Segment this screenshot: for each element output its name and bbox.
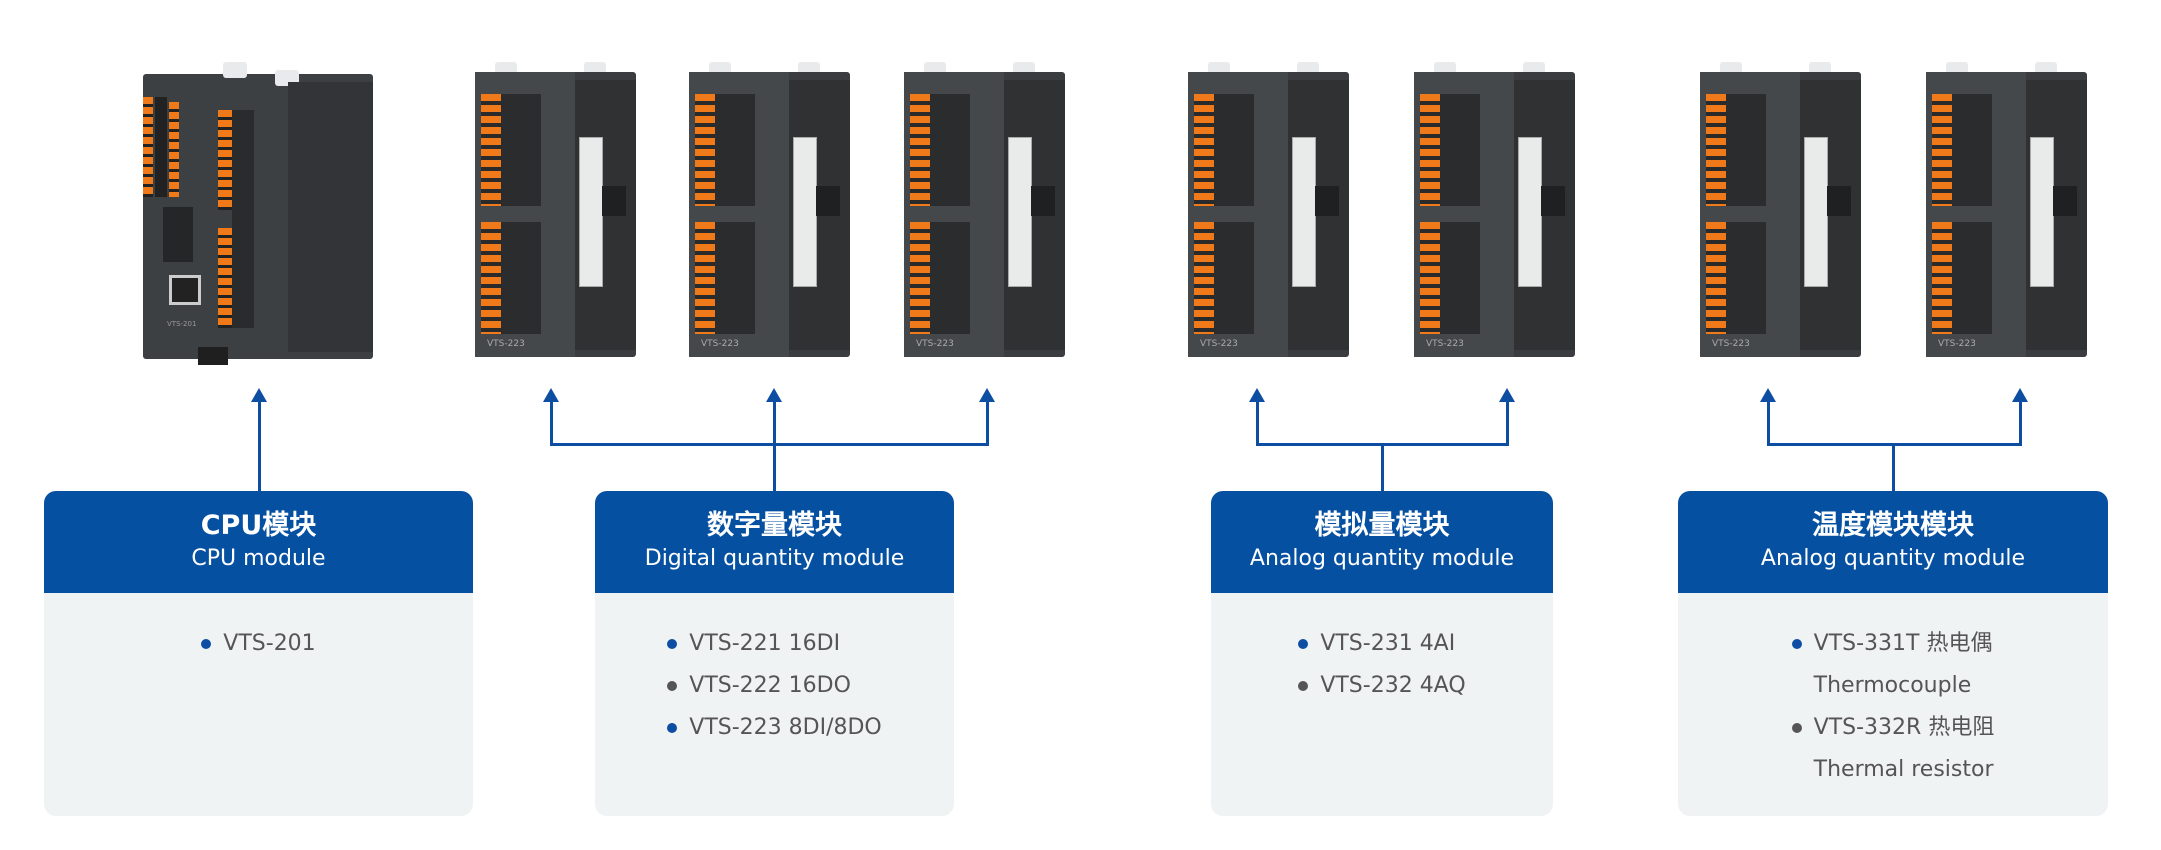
card-title: 模拟量模块 — [1314, 510, 1450, 541]
module-label-sticker — [1292, 137, 1316, 287]
io-module-image: VTS-223 — [1926, 62, 2087, 365]
module-label-sticker — [793, 137, 817, 287]
module-label-sticker — [1804, 137, 1828, 287]
module-model-label: VTS-223 — [1200, 339, 1238, 349]
model-name: VTS-332R 热电阻 — [1813, 715, 1995, 740]
cpu-module-image: VTS-201 — [143, 62, 373, 365]
model-name: VTS-201 — [223, 631, 316, 656]
card-title: CPU模块 — [200, 510, 317, 541]
list-item: VTS-232 4AQ — [1298, 665, 1466, 707]
ethernet-port-icon — [169, 275, 201, 305]
list-item: VTS-332R 热电阻 Thermal resistor — [1791, 707, 1995, 791]
list-item: VTS-201 — [201, 623, 316, 665]
card-header: 温度模块模块 Analog quantity module — [1678, 491, 2108, 593]
arrow-up-icon — [1760, 388, 1776, 402]
bullet-icon — [667, 723, 678, 733]
list-item: VTS-221 16DI — [667, 623, 840, 665]
io-module-image: VTS-223 — [689, 62, 850, 365]
model-list: VTS-201 — [201, 623, 316, 665]
arrow-up-icon — [766, 388, 782, 402]
arrow-up-icon — [1499, 388, 1515, 402]
card-header: 数字量模块 Digital quantity module — [595, 491, 954, 593]
module-model-label: VTS-223 — [1426, 339, 1464, 349]
list-item: VTS-223 8DI/8DO — [667, 707, 882, 749]
card-header: 模拟量模块 Analog quantity module — [1211, 491, 1553, 593]
card-title: 数字量模块 — [707, 510, 842, 541]
module-label-sticker — [1008, 137, 1032, 287]
card-subtitle: CPU module — [191, 546, 326, 571]
bullet-icon — [667, 639, 678, 649]
arrow-up-icon — [979, 388, 995, 402]
module-model-label: VTS-223 — [487, 339, 525, 349]
bullet-icon — [667, 681, 678, 691]
io-module-image: VTS-223 — [1188, 62, 1349, 365]
io-module-image: VTS-223 — [1700, 62, 1861, 365]
module-label-sticker — [1518, 137, 1542, 287]
model-name: VTS-221 16DI — [689, 631, 841, 656]
module-model-label: VTS-223 — [916, 339, 954, 349]
module-model-label: VTS-223 — [1938, 339, 1976, 349]
model-name: VTS-331T 热电偶 — [1813, 631, 1993, 656]
bullet-icon — [1791, 723, 1802, 733]
model-name: VTS-222 16DO — [689, 673, 851, 698]
list-item: VTS-222 16DO — [667, 665, 851, 707]
module-model-label: VTS-223 — [701, 339, 739, 349]
card-subtitle: Digital quantity module — [644, 546, 905, 571]
arrow-up-icon — [1249, 388, 1265, 402]
module-label-sticker — [579, 137, 603, 287]
card-header: CPU模块 CPU module — [44, 491, 473, 593]
io-module-image: VTS-223 — [904, 62, 1065, 365]
io-module-image: VTS-223 — [475, 62, 636, 365]
bullet-icon — [201, 639, 212, 649]
module-model-label: VTS-223 — [1712, 339, 1750, 349]
list-item: VTS-231 4AI — [1298, 623, 1455, 665]
arrow-up-icon — [543, 388, 559, 402]
card-title: 温度模块模块 — [1812, 510, 1974, 541]
model-name: VTS-223 8DI/8DO — [689, 715, 882, 740]
arrow-up-icon — [251, 388, 267, 402]
bullet-icon — [1298, 681, 1309, 691]
bullet-icon — [1298, 639, 1309, 649]
module-label-sticker — [2030, 137, 2054, 287]
card-subtitle: Analog quantity module — [1760, 546, 2026, 571]
model-description: Thermal resistor — [1813, 757, 1994, 782]
model-name: VTS-231 4AI — [1320, 631, 1456, 656]
model-list: VTS-231 4AI VTS-232 4AQ — [1298, 623, 1466, 707]
card-subtitle: Analog quantity module — [1249, 546, 1515, 571]
model-list: VTS-221 16DI VTS-222 16DO VTS-223 8DI/8DO — [667, 623, 882, 749]
model-name: VTS-232 4AQ — [1320, 673, 1466, 698]
list-item: VTS-331T 热电偶 Thermocouple — [1791, 623, 1993, 707]
model-description: Thermocouple — [1813, 673, 1972, 698]
bullet-icon — [1791, 639, 1802, 649]
cpu-model-label: VTS-201 — [167, 320, 197, 328]
io-module-image: VTS-223 — [1414, 62, 1575, 365]
arrow-up-icon — [2012, 388, 2028, 402]
